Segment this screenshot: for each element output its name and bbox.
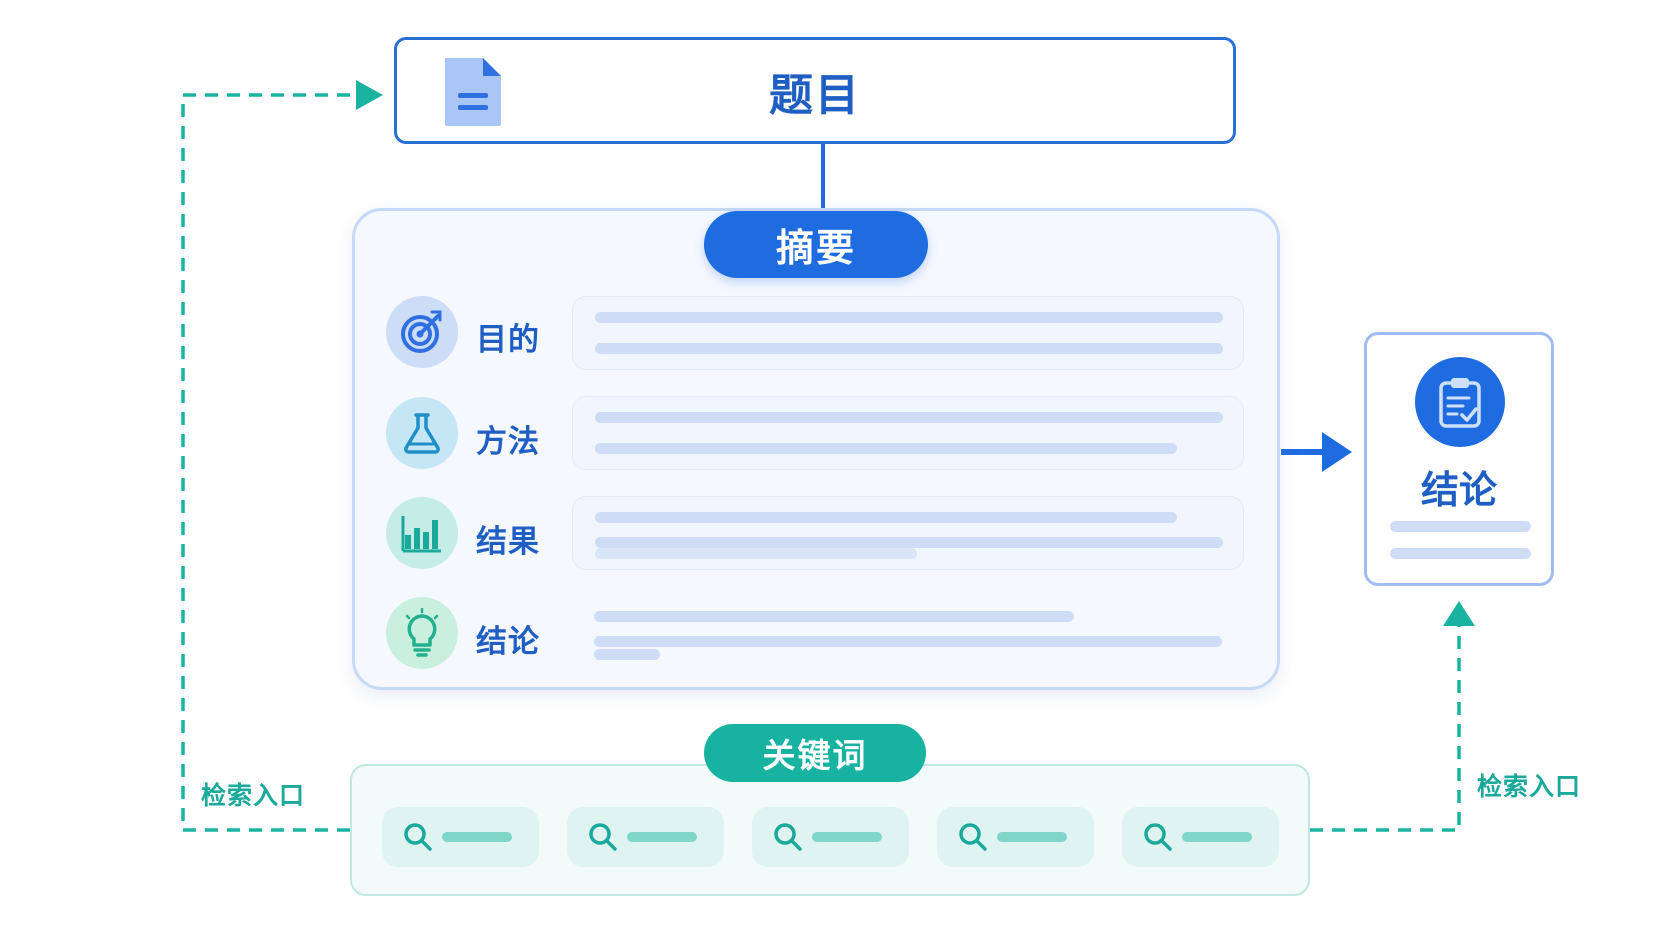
keyword-placeholder [1182, 832, 1252, 842]
right-connector-label: 检索入口 [1477, 772, 1582, 801]
left-dashed-connector [181, 93, 360, 832]
keywords-pill: 关键词 [704, 724, 926, 782]
row-label-result: 结果 [476, 524, 540, 560]
row-card-conclusion [572, 596, 1244, 670]
text-placeholder-line [595, 548, 917, 559]
search-icon [959, 823, 987, 851]
row-card-result [572, 496, 1244, 570]
abstract-pill: 摘要 [704, 211, 928, 278]
document-icon [445, 58, 501, 126]
text-placeholder-line [595, 343, 1223, 354]
search-icon [1144, 823, 1172, 851]
row-card-method [572, 396, 1244, 470]
text-placeholder-line [594, 636, 1222, 647]
right-arrowhead [1443, 601, 1475, 626]
search-icon [774, 823, 802, 851]
row-card-purpose [572, 296, 1244, 370]
row-label-purpose: 目的 [476, 322, 540, 358]
lightbulb-icon [386, 597, 458, 669]
keyword-chip[interactable] [752, 807, 909, 867]
text-placeholder-line [1390, 521, 1531, 532]
abstract-conclusion-arrowhead [1322, 432, 1352, 472]
keyword-chip[interactable] [567, 807, 724, 867]
row-label-conclusion: 结论 [476, 624, 540, 660]
text-placeholder-line [1390, 548, 1531, 559]
keyword-chip[interactable] [937, 807, 1094, 867]
text-placeholder-line [594, 649, 660, 660]
left-connector-label: 检索入口 [201, 781, 306, 810]
keyword-chip[interactable] [382, 807, 539, 867]
text-placeholder-line [594, 611, 1074, 622]
clipboard-check-icon [1415, 357, 1505, 447]
flask-icon [386, 397, 458, 469]
keyword-placeholder [812, 832, 882, 842]
text-placeholder-line [595, 412, 1223, 423]
left-arrowhead [356, 80, 383, 110]
bar-chart-icon [386, 497, 458, 569]
right-dashed-connector [1310, 622, 1461, 832]
search-icon [404, 823, 432, 851]
search-icon [589, 823, 617, 851]
conclusion-card: 结论 [1364, 332, 1554, 586]
title-box: 题目 [394, 37, 1236, 144]
keyword-placeholder [997, 832, 1067, 842]
text-placeholder-line [595, 312, 1223, 323]
keyword-placeholder [442, 832, 512, 842]
text-placeholder-line [595, 537, 1223, 548]
keyword-chip[interactable] [1122, 807, 1279, 867]
keyword-placeholder [627, 832, 697, 842]
conclusion-title: 结论 [1420, 468, 1497, 512]
title-text: 题目 [769, 69, 861, 121]
target-icon [386, 296, 458, 368]
text-placeholder-line [595, 443, 1177, 454]
text-placeholder-line [595, 512, 1177, 523]
row-label-method: 方法 [476, 424, 540, 460]
